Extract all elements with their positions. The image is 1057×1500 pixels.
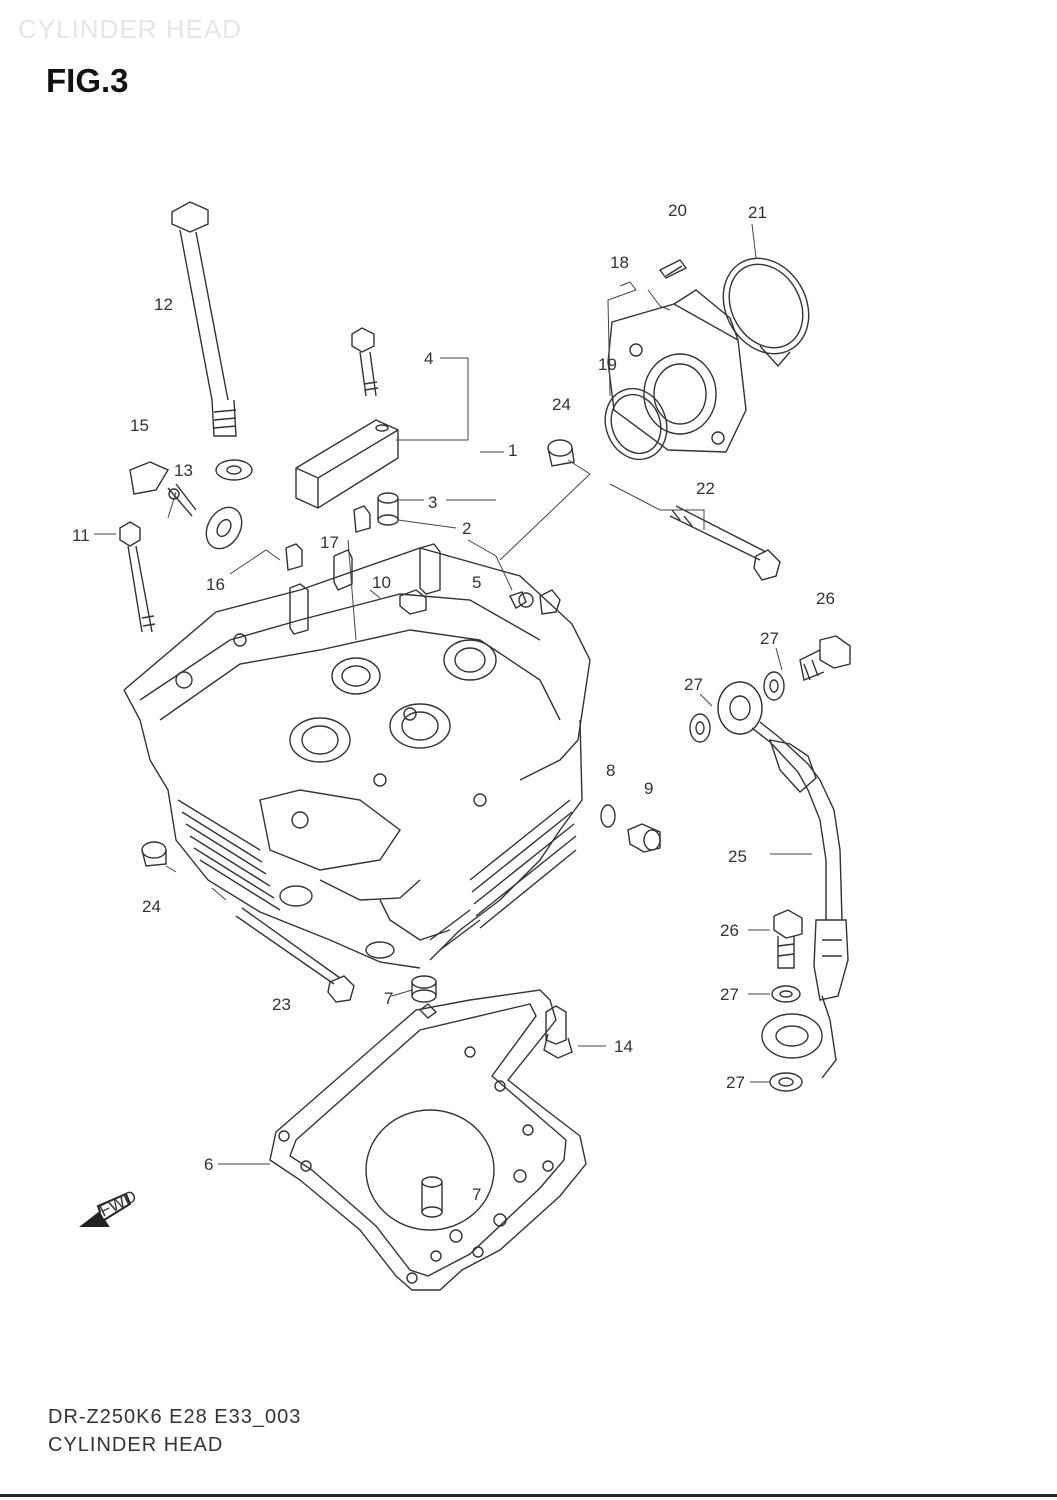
- part-27-washer-c: [771, 985, 801, 1003]
- part-26-union-bolt-upper: [799, 635, 851, 681]
- part-4-bolt: [351, 327, 379, 397]
- section-name: CYLINDER HEAD: [48, 1434, 224, 1456]
- cylinder-head-body: [123, 505, 591, 969]
- callout-9: 9: [644, 779, 653, 798]
- part-14-bolt: [543, 1005, 573, 1059]
- callout-6: 6: [204, 1155, 213, 1174]
- part-6-head-gasket: [269, 989, 587, 1291]
- callout-21: 21: [748, 203, 767, 222]
- part-7-dowel-lower: [421, 1176, 443, 1218]
- figure-title: FIG.3: [46, 62, 129, 99]
- part-21-clamp: [722, 257, 810, 368]
- part-9-bolt: [627, 823, 661, 853]
- callout-14: 14: [614, 1037, 633, 1056]
- part-1-holder: [295, 419, 399, 509]
- callout-22: 22: [696, 479, 715, 498]
- callout-labels: 1 2 3 4 5 6 7 7 8 9 10 11 12 13 14 15 16…: [72, 201, 835, 1204]
- callout-13: 13: [174, 461, 193, 480]
- callout-7-lower: 7: [472, 1185, 481, 1204]
- callout-8: 8: [606, 761, 615, 780]
- callout-4: 4: [424, 349, 433, 368]
- part-18-screw: [658, 259, 688, 279]
- callout-25: 25: [728, 847, 747, 866]
- callout-5: 5: [472, 573, 481, 592]
- part-24-plug-lower: [141, 841, 167, 867]
- callout-20: 20: [668, 201, 687, 220]
- callout-18: 18: [610, 253, 629, 272]
- part-8-washer: [600, 804, 616, 828]
- fwd-label: FWD: [96, 1187, 139, 1221]
- part-23-stud-bolt: [235, 907, 355, 1003]
- callout-10: 10: [372, 573, 391, 592]
- part-27-washer-d: [769, 1072, 803, 1092]
- leader-lines: [94, 223, 812, 1165]
- part-24-plug-upper: [547, 439, 575, 467]
- callout-26-upper: 26: [816, 589, 835, 608]
- callout-24-upper: 24: [552, 395, 571, 414]
- callout-17: 17: [320, 533, 339, 552]
- callout-2: 2: [462, 519, 471, 538]
- model-code: DR-Z250K6 E28 E33_003: [48, 1406, 302, 1428]
- part-3-dowel: [377, 492, 399, 526]
- part-27-washer-a: [763, 671, 785, 701]
- bottom-border: [0, 1494, 1057, 1497]
- callout-27-a: 27: [760, 629, 779, 648]
- callout-27-c: 27: [720, 985, 739, 1004]
- callout-24-lower: 24: [142, 897, 161, 916]
- callout-1: 1: [508, 441, 517, 460]
- callout-12: 12: [154, 295, 173, 314]
- callout-7-upper: 7: [384, 989, 393, 1008]
- part-7-dowel-upper: [411, 975, 437, 1003]
- part-19-o-ring: [604, 387, 668, 461]
- part-22-long-bolt: [669, 505, 781, 581]
- part-25-oil-pipe: [717, 681, 849, 1079]
- callout-23: 23: [272, 995, 291, 1014]
- callout-3: 3: [428, 493, 437, 512]
- fwd-arrow-icon: FWD: [79, 1187, 140, 1227]
- watermark-title: CYLINDER HEAD: [18, 14, 242, 44]
- part-26-union-bolt-lower: [773, 909, 803, 969]
- callout-16: 16: [206, 575, 225, 594]
- part-15-washer: [215, 459, 253, 481]
- callout-27-b: 27: [684, 675, 703, 694]
- part-16-washer: [205, 506, 243, 550]
- callout-26-lower: 26: [720, 921, 739, 940]
- callout-19: 19: [598, 355, 617, 374]
- callout-11: 11: [72, 526, 90, 545]
- part-27-washer-b: [689, 713, 711, 743]
- part-12-long-bolt: [171, 201, 237, 437]
- callout-15: 15: [130, 416, 149, 435]
- callout-27-d: 27: [726, 1073, 745, 1092]
- part-11-bolt: [119, 521, 156, 633]
